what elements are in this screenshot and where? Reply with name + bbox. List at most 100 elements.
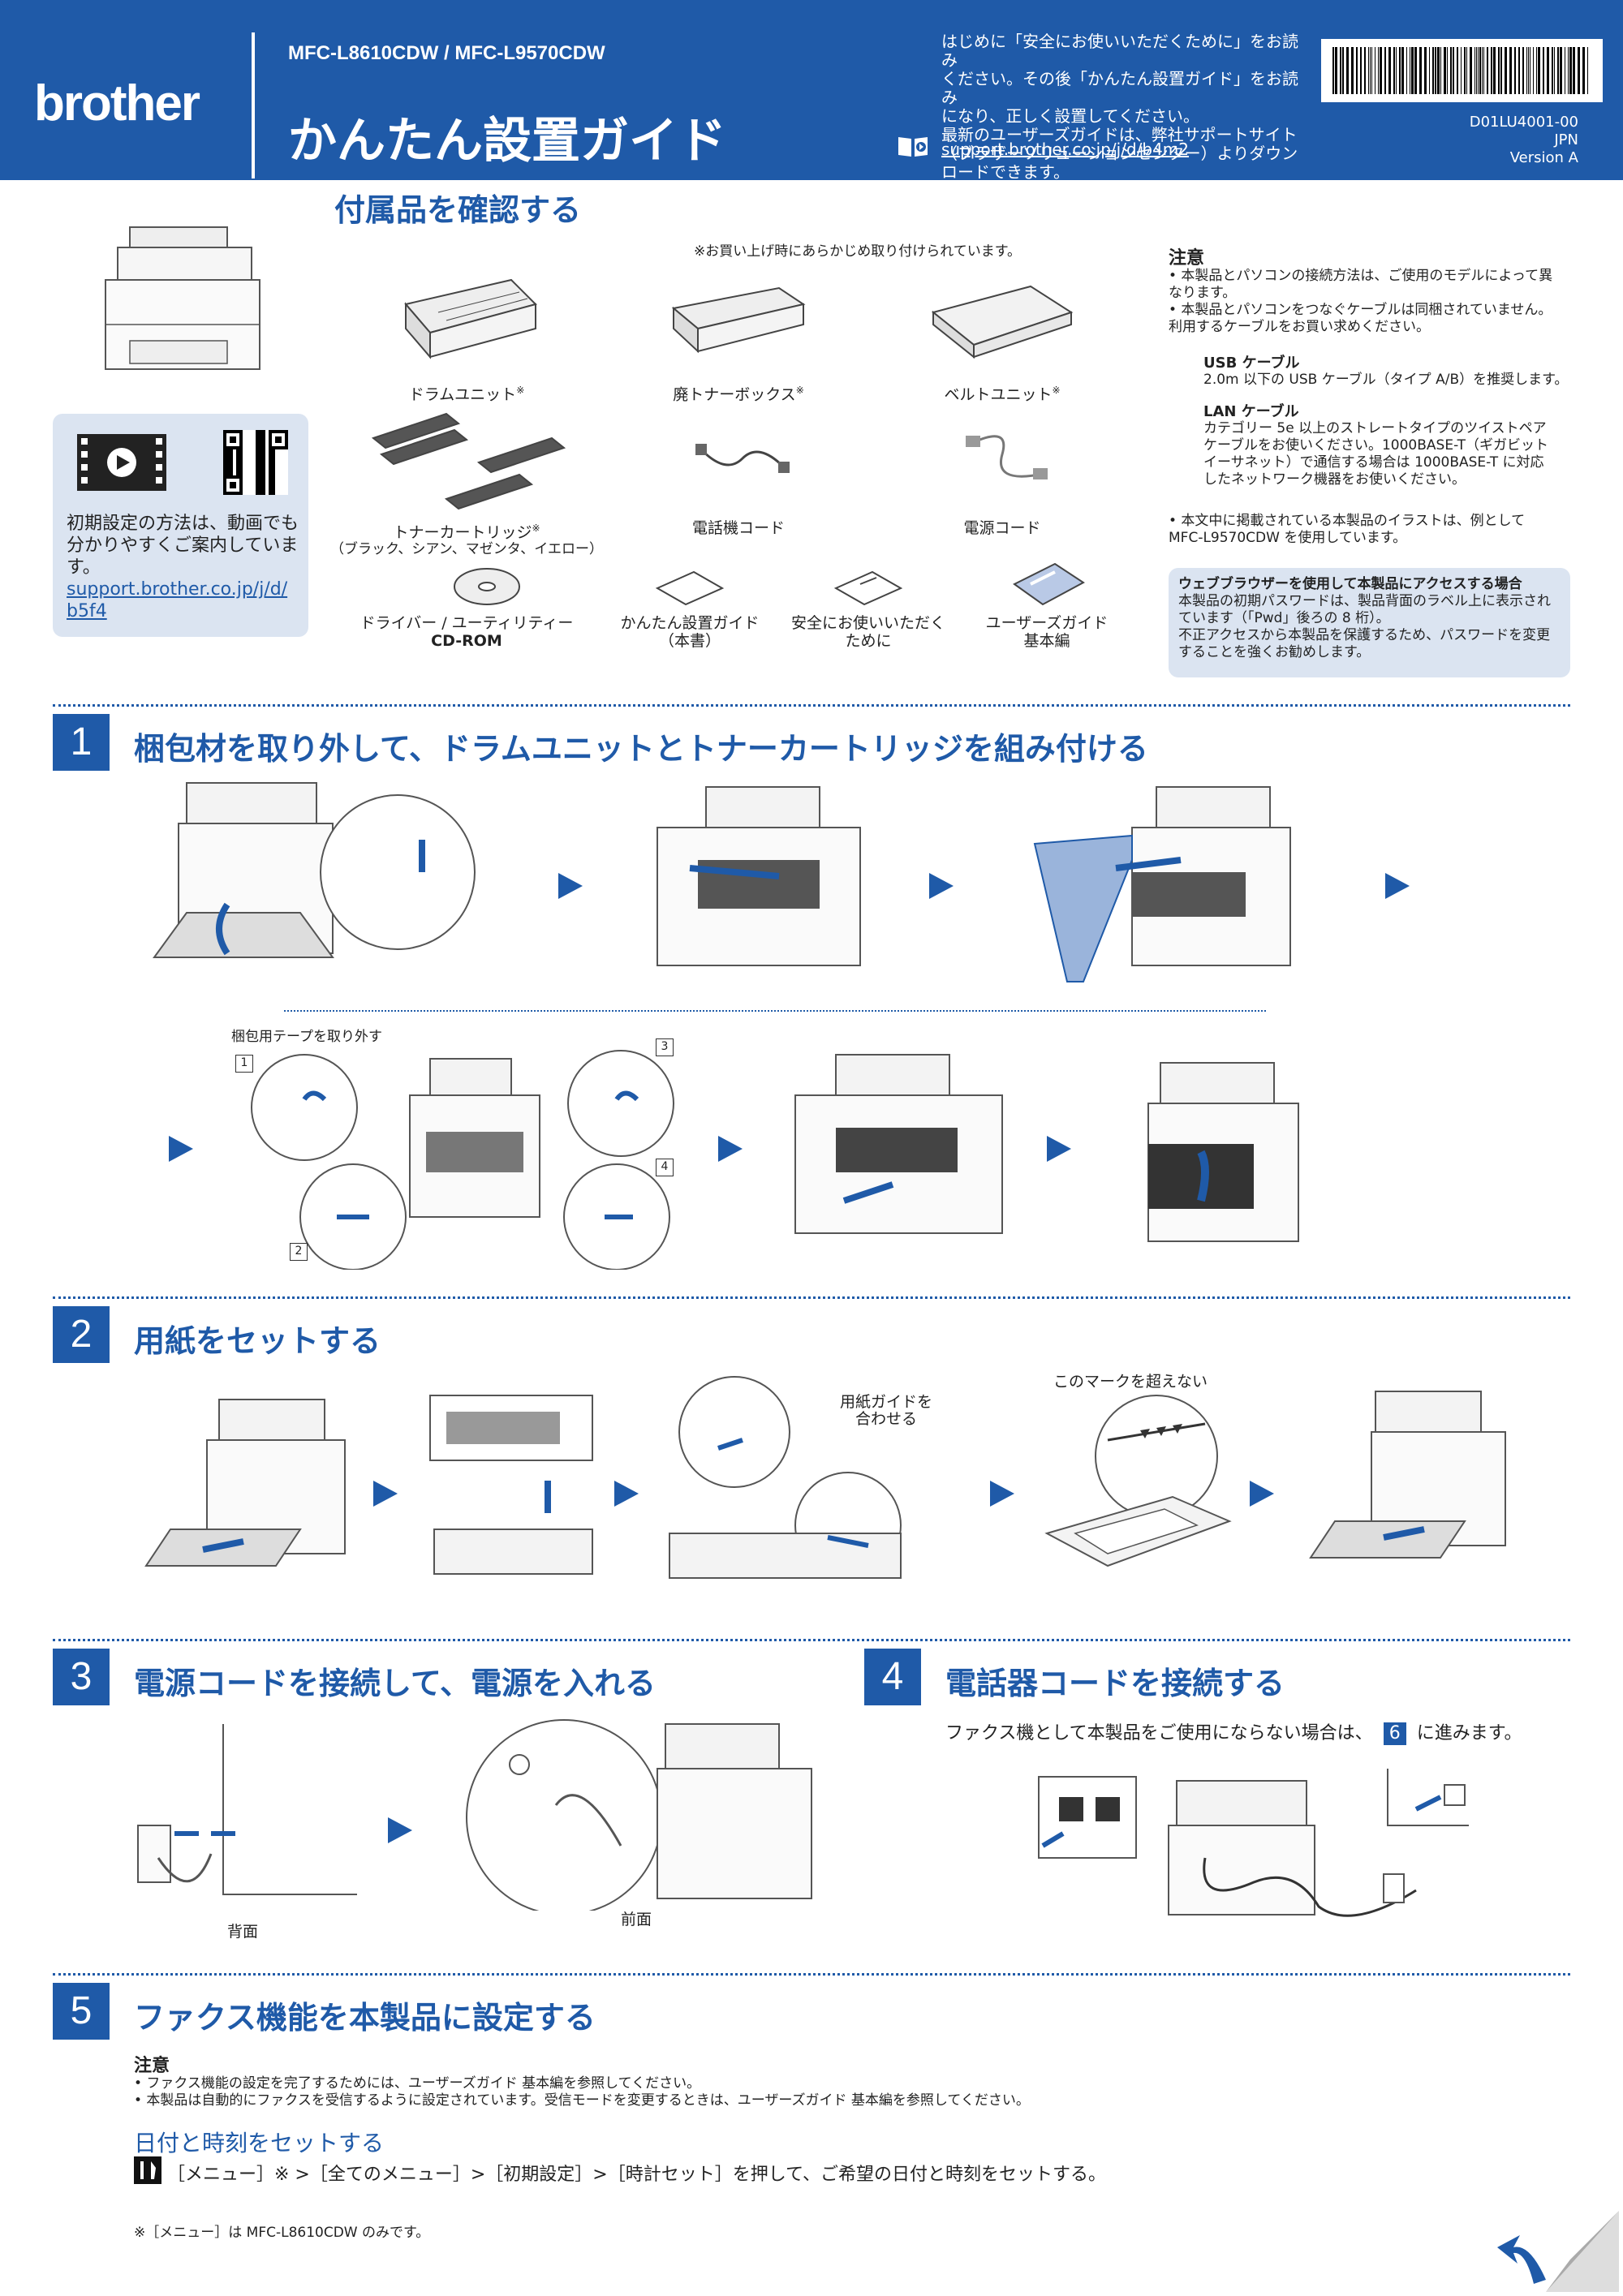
qr-module	[272, 453, 275, 456]
qr-module	[272, 488, 275, 492]
barcode-bar	[1587, 47, 1588, 94]
desc-text: に進みます。	[1416, 1723, 1522, 1743]
step-arrow-icon	[169, 1136, 193, 1162]
qr-module	[233, 440, 236, 443]
web-line: 本製品の初期パスワードは、製品背面のラベル上に表示され	[1178, 593, 1551, 609]
barcode-bar	[1414, 47, 1417, 94]
lan-line: カテゴリー 5e 以上のストレートタイプのツイストペア	[1203, 420, 1547, 436]
header-intro: はじめに「安全にお使いいただくために」をお読み ください。その後「かんたん設置ガ…	[941, 32, 1307, 182]
qr-module	[269, 479, 272, 482]
qr-module	[256, 475, 259, 479]
note-line: • 本製品は自動的にファクスを受信するように設定されています。受信モードを変更す…	[134, 2092, 1030, 2109]
barcode-bar	[1399, 47, 1401, 94]
qr-module	[236, 475, 239, 479]
mark-label: このマークを超えない	[1053, 1373, 1208, 1391]
qr-module	[230, 462, 233, 466]
qr-module	[239, 469, 243, 472]
barcode-bar	[1560, 47, 1562, 94]
qr-module	[226, 449, 230, 453]
qr-module	[230, 436, 233, 440]
qr-module	[230, 485, 233, 488]
qr-module	[262, 443, 265, 446]
barcode-bar	[1466, 47, 1467, 94]
qr-module	[259, 449, 262, 453]
settings-icon	[134, 2156, 161, 2184]
item-label: 廃トナーボックス※	[653, 381, 824, 403]
qr-module	[256, 469, 259, 472]
qr-module	[230, 466, 233, 469]
item-label: かんたん設置ガイド （本書）	[605, 614, 775, 650]
page-turn-icon[interactable]	[1497, 2211, 1619, 2292]
qr-module	[239, 475, 243, 479]
barcode-bar	[1370, 47, 1371, 94]
qr-module	[285, 443, 288, 446]
step-arrow-icon	[1385, 873, 1410, 899]
qr-module	[262, 459, 265, 462]
step-arrow-icon	[614, 1481, 639, 1507]
item-sub: （本書）	[658, 632, 721, 650]
users-guide-icon	[1013, 562, 1085, 606]
barcode-bar	[1582, 47, 1585, 94]
usb-title: USB ケーブル	[1203, 355, 1300, 372]
video-link[interactable]: support.brother.co.jp/j/d/	[67, 579, 288, 600]
power-button-illustration	[466, 1719, 812, 1911]
note-line: • 本文中に掲載されている本製品のイラストは、例として	[1169, 513, 1526, 529]
item-name: ドラムユニット	[408, 385, 517, 404]
barcode-bar	[1528, 47, 1529, 94]
qr-module	[272, 466, 275, 469]
barcode-bar	[1526, 47, 1527, 94]
video-link[interactable]: b5f4	[67, 601, 107, 621]
qr-module	[262, 472, 265, 475]
guide-label: 用紙ガイドを 合わせる	[840, 1394, 932, 1428]
barcode-bar	[1346, 47, 1349, 94]
callout-number: 1	[235, 1055, 253, 1073]
step-3-title: 電源コードを接続して、電源を入れる	[134, 1666, 656, 1701]
barcode-bar	[1476, 47, 1477, 94]
qr-module	[262, 485, 265, 488]
qr-module	[259, 479, 262, 482]
qr-module	[256, 433, 259, 436]
barcode-bar	[1447, 47, 1448, 94]
qr-module	[256, 472, 259, 475]
qr-module	[256, 449, 259, 453]
qr-module	[226, 466, 230, 469]
qr-module	[269, 472, 272, 475]
qr-module	[269, 443, 272, 446]
qr-module	[262, 469, 265, 472]
qr-module	[262, 449, 265, 453]
qr-module	[223, 443, 226, 446]
step-5-note-heading: 注意	[134, 2056, 170, 2076]
qr-module	[226, 430, 230, 433]
intro-line: になり、正しく設置してください。	[941, 106, 1199, 126]
barcode-bar	[1461, 47, 1462, 94]
qr-module	[262, 462, 265, 466]
barcode-bar	[1505, 47, 1507, 94]
barcode-bar	[1393, 47, 1395, 94]
barcode-bar	[1378, 47, 1379, 94]
note-line: MFC-L9570CDW を使用しています。	[1169, 530, 1407, 546]
item-name: 廃トナーボックス	[673, 385, 796, 404]
web-access-panel	[1169, 568, 1570, 677]
qr-module	[259, 459, 262, 462]
qr-code[interactable]	[223, 430, 288, 495]
qr-module	[256, 446, 259, 449]
intro-line: ロードできます。	[941, 162, 1070, 182]
item-label: ユーザーズガイド 基本編	[962, 614, 1132, 650]
barcode-bar	[1474, 47, 1475, 94]
header-divider	[252, 32, 255, 178]
support-link[interactable]: support.brother.co.jp/j/d/b4m2	[941, 140, 1190, 159]
qr-module	[272, 475, 275, 479]
date-time-instruction: ［メニュー］※ >［全てのメニュー］>［初期設定］>［時計セット］を押して、ご希…	[167, 2165, 1106, 2185]
section-divider	[53, 704, 1570, 707]
qr-module	[262, 433, 265, 436]
qr-module	[262, 488, 265, 492]
barcode-bar	[1380, 47, 1382, 94]
qr-module	[259, 446, 262, 449]
qr-module	[269, 492, 272, 495]
qr-module	[256, 430, 259, 433]
item-sub: CD-ROM	[431, 632, 502, 650]
qr-module	[239, 440, 243, 443]
item-name: ベルトユニット	[944, 385, 1053, 404]
brand-logo: brother	[34, 75, 200, 131]
qr-module	[239, 436, 243, 440]
